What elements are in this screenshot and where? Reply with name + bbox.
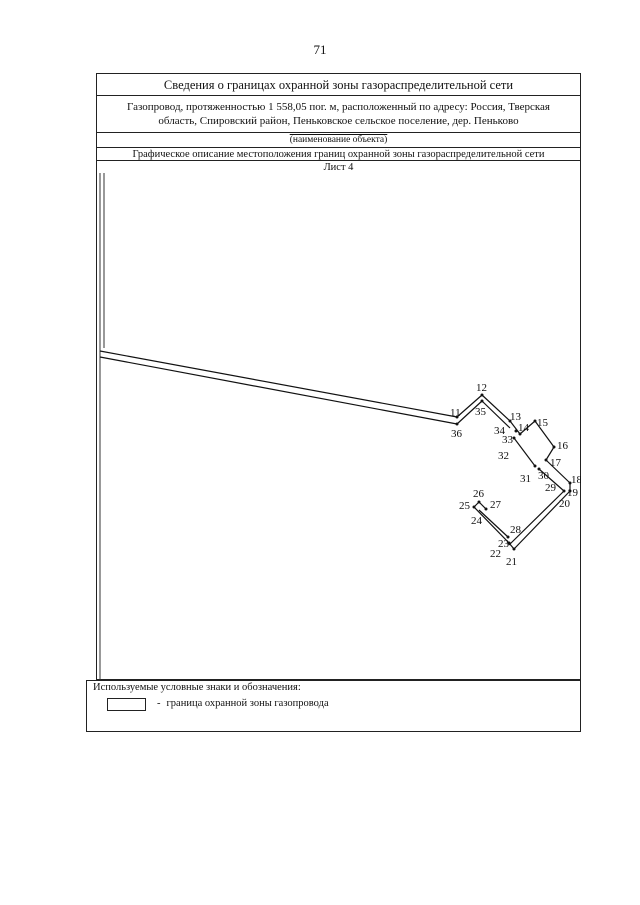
point-label-18: 18 xyxy=(571,474,581,486)
point-label-14: 14 xyxy=(518,422,530,434)
point-label-29: 29 xyxy=(545,482,557,494)
legend-item-label: граница охранной зоны газопровода xyxy=(166,698,329,709)
point-label-32: 32 xyxy=(498,450,509,462)
point-label-26: 26 xyxy=(473,488,485,500)
point-label-25: 25 xyxy=(459,500,471,512)
point-label-13: 13 xyxy=(510,411,522,423)
point-label-31: 31 xyxy=(520,473,531,485)
point-label-23: 23 xyxy=(498,538,510,550)
point-label-12: 12 xyxy=(476,382,487,394)
left-vertical-lines xyxy=(99,173,105,680)
point-label-22: 22 xyxy=(490,548,501,560)
point-label-35: 35 xyxy=(475,406,487,418)
object-caption: (наименование объекта) xyxy=(97,133,580,147)
graphic-description-title: Графическое описание местоположения гран… xyxy=(97,147,580,161)
legend: Используемые условные знаки и обозначени… xyxy=(86,680,581,732)
document-frame: Сведения о границах охранной зоны газора… xyxy=(96,73,581,680)
point-label-24: 24 xyxy=(471,515,483,527)
legend-title: Используемые условные знаки и обозначени… xyxy=(93,682,301,693)
point-markers xyxy=(455,393,572,551)
object-description: Газопровод, протяженностью 1 558,05 пог.… xyxy=(97,96,580,133)
boundary-map: 11 12 13 14 15 16 17 18 19 20 21 22 23 2… xyxy=(99,173,581,680)
point-label-19: 19 xyxy=(567,487,579,499)
zone-boundary-lines xyxy=(99,350,571,550)
point-label-27: 27 xyxy=(490,499,502,511)
sheet-label: Лист 4 xyxy=(323,162,354,173)
point-label-15: 15 xyxy=(537,417,549,429)
legend-item: -граница охранной зоны газопровода xyxy=(157,698,329,709)
page-number: 71 xyxy=(313,42,327,57)
point-label-20: 20 xyxy=(559,498,571,510)
point-label-34: 34 xyxy=(494,425,506,437)
point-label-17: 17 xyxy=(550,457,562,469)
point-label-36: 36 xyxy=(451,428,463,440)
legend-boundary-symbol xyxy=(107,698,146,711)
point-labels: 11 12 13 14 15 16 17 18 19 20 21 22 23 2… xyxy=(450,382,581,568)
point-label-16: 16 xyxy=(557,440,569,452)
point-label-28: 28 xyxy=(510,524,522,536)
point-label-21: 21 xyxy=(506,556,517,568)
document-title: Сведения о границах охранной зоны газора… xyxy=(97,74,580,96)
point-label-30: 30 xyxy=(538,470,550,482)
point-label-33: 33 xyxy=(502,434,514,446)
object-caption-text: (наименование объекта) xyxy=(289,135,388,145)
legend-dash: - xyxy=(157,698,161,709)
point-label-11: 11 xyxy=(450,407,461,419)
